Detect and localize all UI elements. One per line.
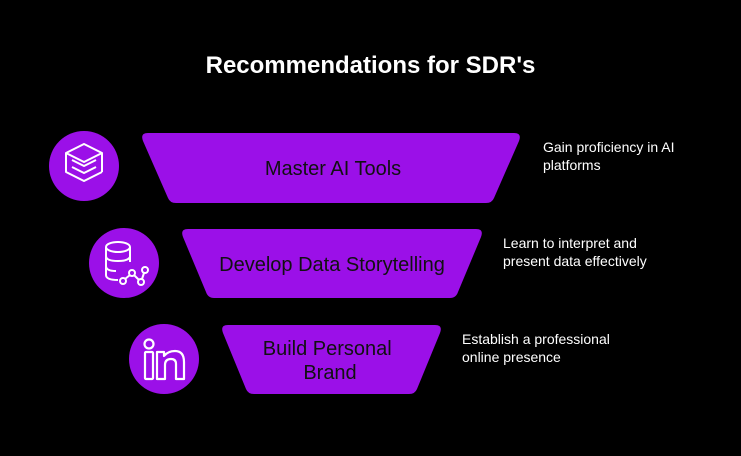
stage-description-3: Establish a professional online presence <box>462 330 610 366</box>
stage-description-line: Gain proficiency in AI <box>543 139 675 155</box>
stage-description-2: Learn to interpret and present data effe… <box>503 234 647 270</box>
layered-box-icon <box>65 143 103 182</box>
page-title: Recommendations for SDR's <box>205 52 536 79</box>
stage-description-line: Learn to interpret and <box>503 235 637 251</box>
funnel-label-1: Master AI Tools <box>265 158 401 180</box>
funnel-band-2 <box>182 229 482 298</box>
funnel-band-3 <box>222 325 441 394</box>
linkedin-icon <box>143 338 186 381</box>
funnel-band-1 <box>142 133 520 203</box>
icon-circle-2 <box>89 228 159 298</box>
stage-description-1: Gain proficiency in AI platforms <box>543 138 675 174</box>
funnel-label-3: Build Personal Brand <box>263 338 398 384</box>
stage-description-line: present data effectively <box>503 253 647 269</box>
stage-description-line: platforms <box>543 157 601 173</box>
funnel-stage-3: Build Personal Brand <box>129 324 441 394</box>
funnel-stage-1: Master AI Tools <box>49 131 520 203</box>
stage-description-line: Establish a professional <box>462 331 610 347</box>
icon-circle-3 <box>129 324 199 394</box>
funnel-stage-2: Develop Data Storytelling <box>89 228 482 298</box>
funnel-label-2: Develop Data Storytelling <box>219 254 445 276</box>
stage-description-line: online presence <box>462 349 561 365</box>
database-network-icon <box>105 241 149 286</box>
